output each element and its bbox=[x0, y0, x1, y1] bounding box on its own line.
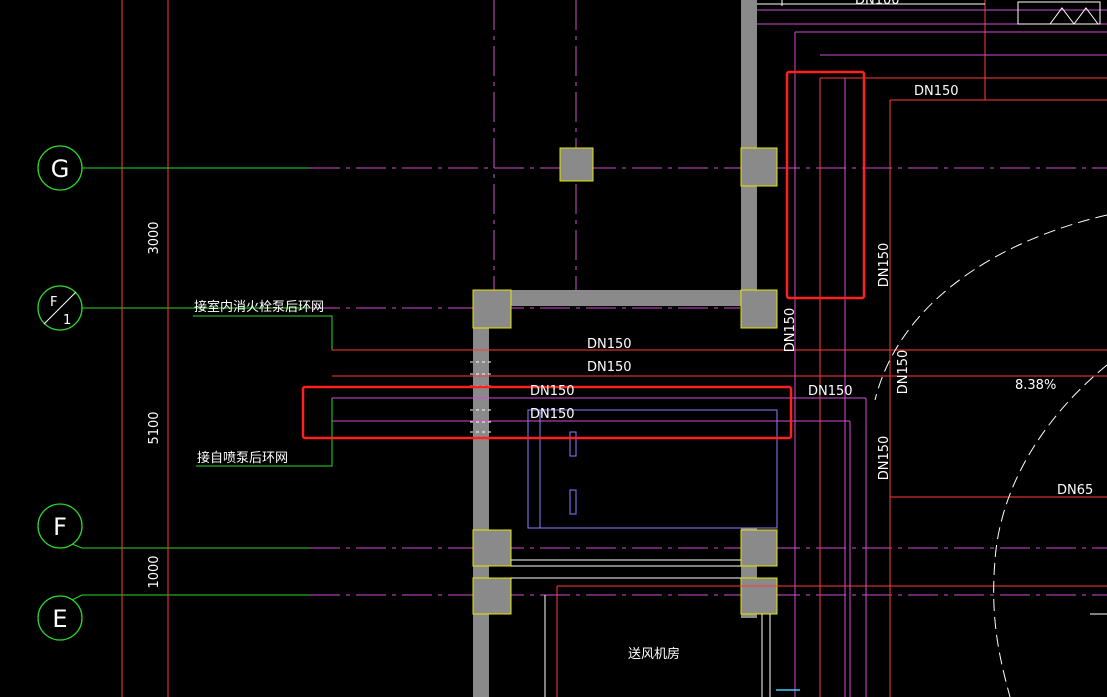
dimension-3000: 3000 bbox=[147, 221, 162, 254]
column-f1-left bbox=[472, 289, 512, 329]
pipe-label-dn150-top: DN150 bbox=[914, 84, 959, 99]
grid-bubble-f bbox=[37, 503, 83, 549]
column-g-wall bbox=[740, 147, 778, 187]
leader-hydrant bbox=[193, 315, 333, 350]
highlight-horizontal-pipes bbox=[301, 385, 793, 440]
columns bbox=[472, 147, 778, 615]
label-sprinkler-ring: 接自喷泵后环网 bbox=[197, 450, 288, 466]
duct-slot-1 bbox=[569, 431, 577, 457]
column-f-right bbox=[740, 529, 778, 567]
highlight-vertical-pipes bbox=[785, 70, 866, 300]
grid-bubble-f-leader bbox=[71, 543, 83, 549]
leaders bbox=[193, 315, 333, 467]
label-top-cut: DN100 bbox=[855, 0, 900, 8]
grid-lines bbox=[82, 167, 1107, 596]
dimensions: 3000 5100 1000 bbox=[147, 221, 162, 588]
grid-label-f1-bottom: 1 bbox=[63, 313, 71, 328]
red-pipes bbox=[332, 0, 1107, 697]
label-room-name: 送风机房 bbox=[628, 646, 680, 662]
magenta-pipes bbox=[332, 9, 1107, 697]
dimension-5100: 5100 bbox=[147, 411, 162, 444]
label-hydrant-ring: 接室内消火栓泵后环网 bbox=[194, 299, 324, 315]
label-slope: 8.38% bbox=[1015, 378, 1056, 393]
door-swing-icon bbox=[1049, 7, 1099, 25]
pipe-label-dn150-h2: DN150 bbox=[587, 360, 632, 375]
door-frame bbox=[1017, 1, 1101, 25]
grid-label-e: E bbox=[52, 605, 67, 633]
pipe-label-dn150-v2: DN150 bbox=[783, 308, 798, 353]
wall-horizontal-top bbox=[473, 290, 773, 306]
pipe-label-dn150-h5: DN150 bbox=[808, 384, 853, 399]
grid-bubble-e-leader bbox=[71, 594, 83, 601]
pipe-label-dn150-v4: DN150 bbox=[877, 436, 892, 481]
vertical-lines bbox=[110, 0, 577, 697]
dimension-1000: 1000 bbox=[147, 555, 162, 588]
grid-bubble-g bbox=[37, 145, 83, 191]
grid-label-f: F bbox=[53, 513, 67, 541]
room-lines bbox=[511, 0, 1107, 697]
ramp-curve-inner bbox=[993, 364, 1107, 697]
grid-bubble-f1-slash bbox=[43, 291, 77, 325]
column-f-left bbox=[472, 529, 512, 567]
pipe-label-dn150-v3: DN150 bbox=[896, 350, 911, 395]
door-symbol bbox=[1017, 1, 1101, 25]
column-e-left bbox=[472, 577, 512, 615]
ramp-curve bbox=[874, 214, 1107, 401]
grid-bubbles: G F 1 F E bbox=[37, 145, 83, 641]
column-e-right bbox=[740, 577, 778, 615]
duct-slot-2 bbox=[569, 489, 577, 515]
wall-vertical-left bbox=[473, 290, 489, 697]
annotation-texts: 接室内消火栓泵后环网 接自喷泵后环网 送风机房 8.38% DN100 bbox=[194, 0, 1056, 662]
grid-bubble-f1 bbox=[37, 285, 83, 331]
pipe-labels: DN150 DN150 DN150 DN150 DN150 DN150 DN15… bbox=[530, 84, 1093, 498]
highlights bbox=[301, 70, 866, 440]
pipe-label-dn150-v1: DN150 bbox=[877, 243, 892, 288]
grid-label-g: G bbox=[51, 155, 70, 183]
duct-outer bbox=[527, 409, 778, 529]
pipe-label-dn150-h4: DN150 bbox=[530, 407, 575, 422]
pipe-label-dn150-h1: DN150 bbox=[587, 337, 632, 352]
fan-room-duct bbox=[527, 409, 778, 529]
pipe-label-dn150-h3: DN150 bbox=[530, 384, 575, 399]
column-f1-right bbox=[740, 289, 778, 329]
column-free bbox=[559, 147, 594, 182]
grid-label-f1-top: F bbox=[50, 295, 57, 310]
grid-bubble-e bbox=[37, 595, 83, 641]
pipe-label-dn65: DN65 bbox=[1057, 483, 1093, 498]
